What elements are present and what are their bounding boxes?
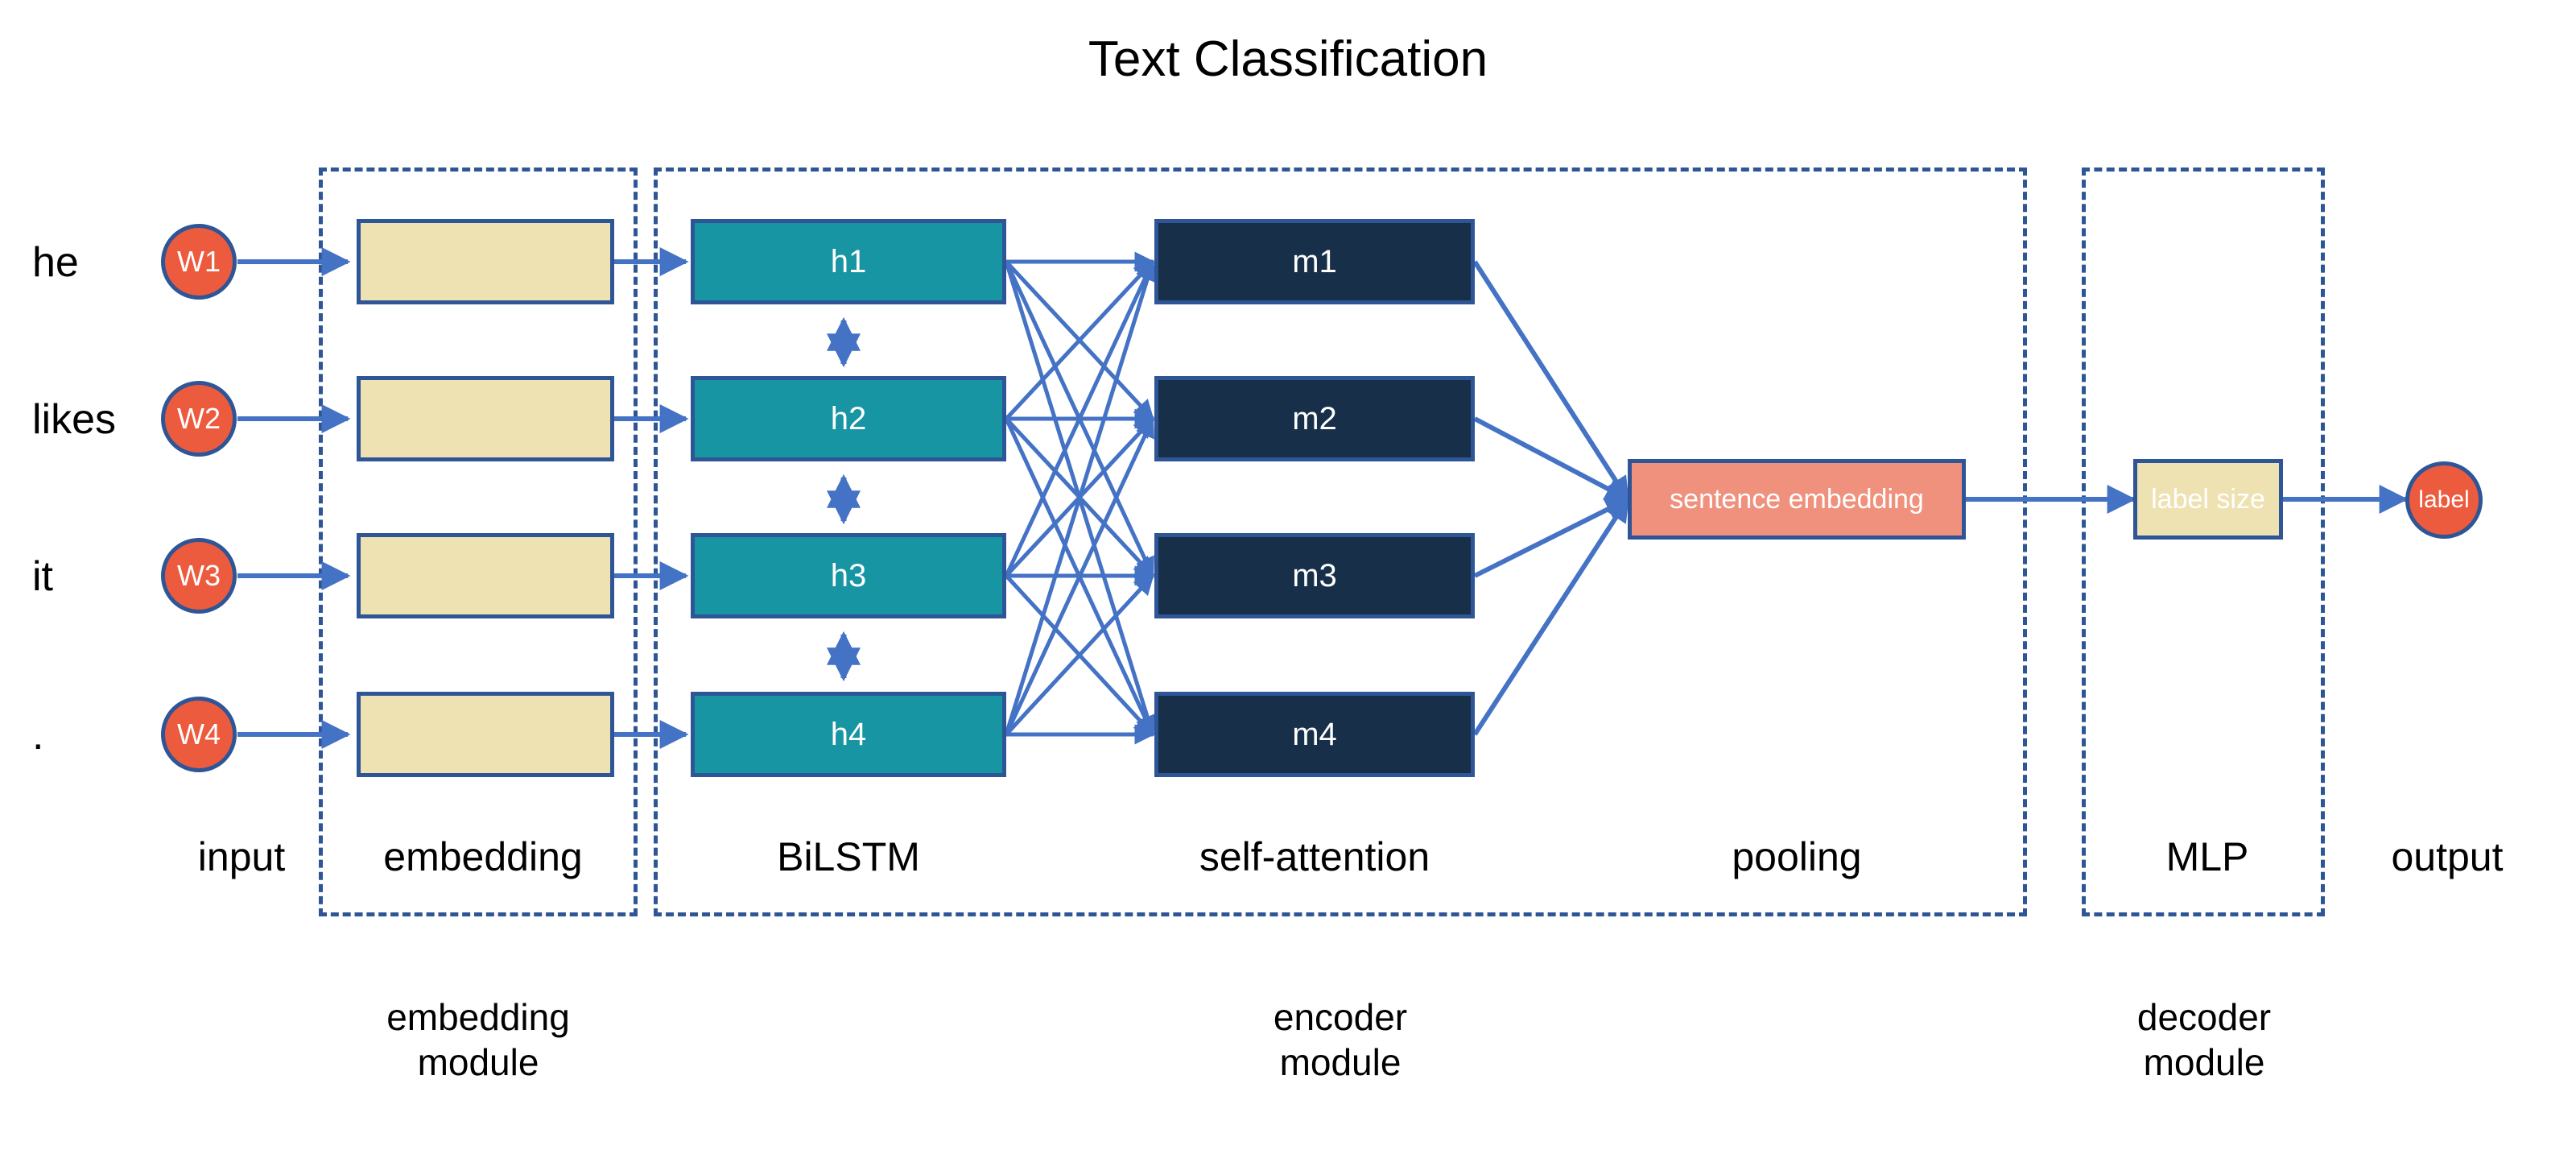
sentence-embedding-box[interactable]: sentence embedding — [1628, 459, 1966, 540]
module-caption-embedding-line1: embedding — [386, 996, 570, 1038]
module-caption-encoder-line1: encoder — [1273, 996, 1408, 1038]
bilstm-state-h3[interactable]: h3 — [691, 533, 1006, 618]
module-caption-embedding-line2: module — [417, 1041, 539, 1084]
stage-caption-mlp: MLP — [2165, 834, 2249, 879]
stage-caption-input: input — [197, 834, 286, 879]
sentence-embedding-label: sentence embedding — [1670, 484, 1924, 515]
attention-state-m4-label: m4 — [1292, 717, 1337, 752]
module-caption-encoder: encoder module — [654, 995, 2027, 1085]
bilstm-state-h2-label: h2 — [830, 401, 867, 436]
page-title: Text Classification — [1088, 31, 1488, 87]
stage-caption-output: output — [2391, 834, 2504, 879]
stage-caption-bilstm: BiLSTM — [777, 834, 920, 879]
decoder-module-container — [2082, 167, 2325, 916]
word-token-w4-label: W4 — [177, 718, 221, 751]
stage-caption-embedding: embedding — [383, 834, 583, 879]
attention-state-m3-label: m3 — [1292, 558, 1337, 593]
bilstm-state-h2[interactable]: h2 — [691, 376, 1006, 461]
word-token-w3[interactable]: W3 — [161, 538, 237, 614]
attention-state-m2[interactable]: m2 — [1154, 376, 1475, 461]
input-word-2: likes — [32, 396, 117, 443]
embedding-box-3[interactable] — [357, 533, 614, 618]
input-word-3: it — [32, 553, 53, 600]
output-label-text: label — [2418, 486, 2470, 513]
stage-caption-pooling: pooling — [1732, 834, 1862, 879]
embedding-box-2[interactable] — [357, 376, 614, 461]
module-caption-decoder: decoder module — [2045, 995, 2363, 1085]
attention-state-m1[interactable]: m1 — [1154, 219, 1475, 304]
word-token-w1[interactable]: W1 — [161, 224, 237, 300]
encoder-module-container — [654, 167, 2027, 916]
module-caption-encoder-line2: module — [1279, 1041, 1402, 1084]
word-token-w2-label: W2 — [177, 402, 221, 435]
bilstm-state-h4[interactable]: h4 — [691, 692, 1006, 777]
embedding-box-4[interactable] — [357, 692, 614, 777]
embedding-module-container — [319, 167, 638, 916]
bilstm-state-h1-label: h1 — [830, 244, 867, 279]
word-token-w1-label: W1 — [177, 245, 221, 278]
input-word-4: . — [32, 712, 44, 759]
output-label-circle[interactable]: label — [2405, 461, 2483, 539]
mlp-label-size-label: label size — [2151, 484, 2265, 515]
module-caption-embedding: embedding module — [319, 995, 638, 1085]
attention-state-m1-label: m1 — [1292, 244, 1337, 279]
attention-state-m2-label: m2 — [1292, 401, 1337, 436]
bilstm-state-h1[interactable]: h1 — [691, 219, 1006, 304]
attention-state-m3[interactable]: m3 — [1154, 533, 1475, 618]
embedding-box-1[interactable] — [357, 219, 614, 304]
module-caption-decoder-line1: decoder — [2136, 996, 2272, 1038]
bilstm-state-h4-label: h4 — [830, 717, 867, 752]
attention-state-m4[interactable]: m4 — [1154, 692, 1475, 777]
bilstm-state-h3-label: h3 — [830, 558, 867, 593]
input-word-1: he — [32, 239, 79, 286]
stage-caption-self-attention: self-attention — [1199, 834, 1430, 879]
mlp-label-size-box[interactable]: label size — [2133, 459, 2283, 540]
word-token-w2[interactable]: W2 — [161, 381, 237, 457]
module-caption-decoder-line2: module — [2143, 1041, 2265, 1084]
word-token-w3-label: W3 — [177, 559, 221, 592]
word-token-w4[interactable]: W4 — [161, 697, 237, 772]
